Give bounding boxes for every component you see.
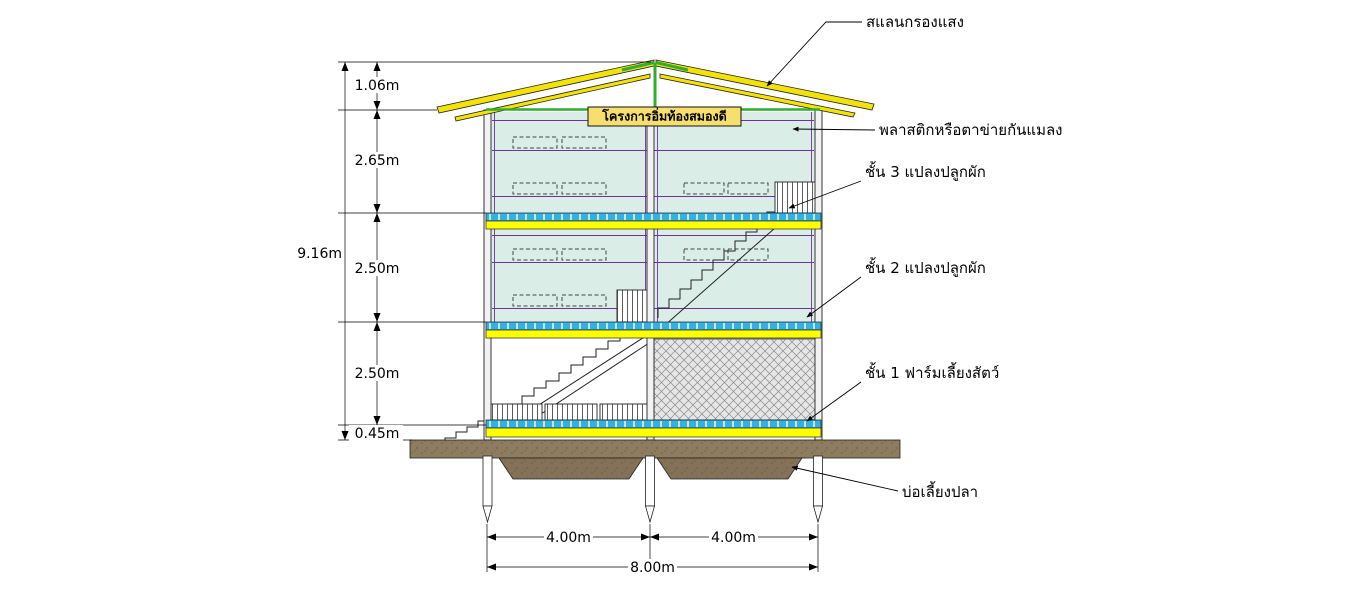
- pile-right-tip: [812, 505, 824, 524]
- dim-total-width: 8.00m: [630, 560, 675, 576]
- floor3-band-yellow: [485, 220, 822, 230]
- callout-floor2: ชั้น 2 แปลงปลูกผัก: [865, 257, 986, 277]
- bottom-dimensions: 4.00m 4.00m 8.00m: [486, 524, 819, 576]
- dim-floor2-height: 2.50m: [355, 261, 400, 277]
- pond-left-texture: [499, 458, 643, 479]
- ridge-cap: [621, 61, 689, 72]
- callout-floor3: ชั้น 3 แปลงปลูกผัก: [865, 161, 986, 181]
- dimension-labels-left: 1.06m 2.65m 9.16m 2.50m 2.50m 0.45m: [290, 77, 403, 442]
- tray: [727, 248, 769, 261]
- tray: [727, 182, 769, 195]
- tray: [561, 182, 607, 195]
- tray: [512, 136, 558, 149]
- pile-left: [482, 455, 493, 507]
- wall-right: [814, 109, 823, 441]
- railing-floor3-hatch: [775, 182, 816, 213]
- stair2-stringer: [663, 219, 785, 327]
- callout-shade-net: สแลนกรองแสง: [866, 13, 964, 31]
- railings: [490, 181, 817, 421]
- leader-floor3: [788, 180, 862, 209]
- dimension-labels-bottom: 4.00m 4.00m 8.00m: [544, 529, 758, 576]
- roof: [436, 59, 875, 122]
- dim-roof-height: 1.06m: [355, 78, 400, 94]
- tray: [683, 182, 725, 195]
- leader-fish-pond: [791, 465, 899, 492]
- mesh-hatch: [654, 339, 816, 420]
- roof-right-purlin: [659, 73, 856, 118]
- left-dimensions: 1.06m 2.65m 9.16m 2.50m 2.50m 0.45m: [290, 61, 651, 442]
- wall-left: [483, 109, 492, 441]
- callout-fish-pond: บ่อเลี้ยงปลา: [902, 481, 978, 501]
- tray: [561, 248, 607, 261]
- project-title: โครงการอิ่มท้องสมองดี: [601, 108, 726, 124]
- ground-texture: [410, 440, 900, 458]
- floor1-band-yellow: [485, 427, 822, 438]
- dim-bay-right: 4.00m: [711, 530, 756, 546]
- dim-floor3-height: 2.65m: [355, 153, 400, 169]
- leader-shade-net: [766, 21, 862, 87]
- dimension-arrows-bottom: [487, 533, 818, 571]
- railing-ground-3-hatch: [600, 404, 648, 420]
- leader-floor1: [806, 381, 862, 422]
- ground: [409, 439, 901, 524]
- tray: [561, 294, 607, 307]
- dim-floor1-height: 2.50m: [355, 366, 400, 382]
- dimension-arrows-left: [341, 62, 381, 440]
- floor-bands-yellow: [485, 220, 822, 438]
- tray: [561, 136, 607, 149]
- tray: [512, 248, 558, 261]
- center-post: [646, 109, 655, 441]
- callout-floor1: ชั้น 1 ฟาร์มเลี้ยงสัตว์: [865, 362, 999, 382]
- tray: [512, 182, 558, 195]
- pile-center-tip: [644, 505, 656, 524]
- floor2-band-yellow: [485, 329, 822, 339]
- railing-ground-1-hatch: [491, 404, 542, 420]
- dim-plinth-height: 0.45m: [355, 426, 400, 442]
- pile-right: [813, 455, 823, 507]
- leader-floor2: [806, 276, 862, 318]
- roof-left-slope: [436, 59, 655, 114]
- title-box: [587, 106, 742, 127]
- callouts: สแลนกรองแสง พลาสติกหรือตาข่ายกันแมลง ชั้…: [766, 13, 1062, 501]
- title-plate: โครงการอิ่มท้องสมองดี: [587, 106, 742, 127]
- dim-total-height: 9.16m: [297, 246, 342, 262]
- pile-left-tip: [482, 505, 493, 524]
- floor-bands-ticks: [487, 214, 820, 427]
- pile-center: [645, 455, 655, 507]
- railing-ground-2-hatch: [545, 404, 597, 420]
- dim-bay-left: 4.00m: [546, 530, 591, 546]
- planting-trays: [512, 136, 769, 307]
- tray: [512, 294, 558, 307]
- pond-right-texture: [657, 458, 802, 479]
- roof-right-slope: [655, 59, 875, 111]
- railing-floor2-hatch: [617, 290, 649, 322]
- callout-insect-net: พลาสติกหรือตาข่ายกันแมลง: [879, 121, 1062, 139]
- leader-insect-net: [792, 126, 876, 132]
